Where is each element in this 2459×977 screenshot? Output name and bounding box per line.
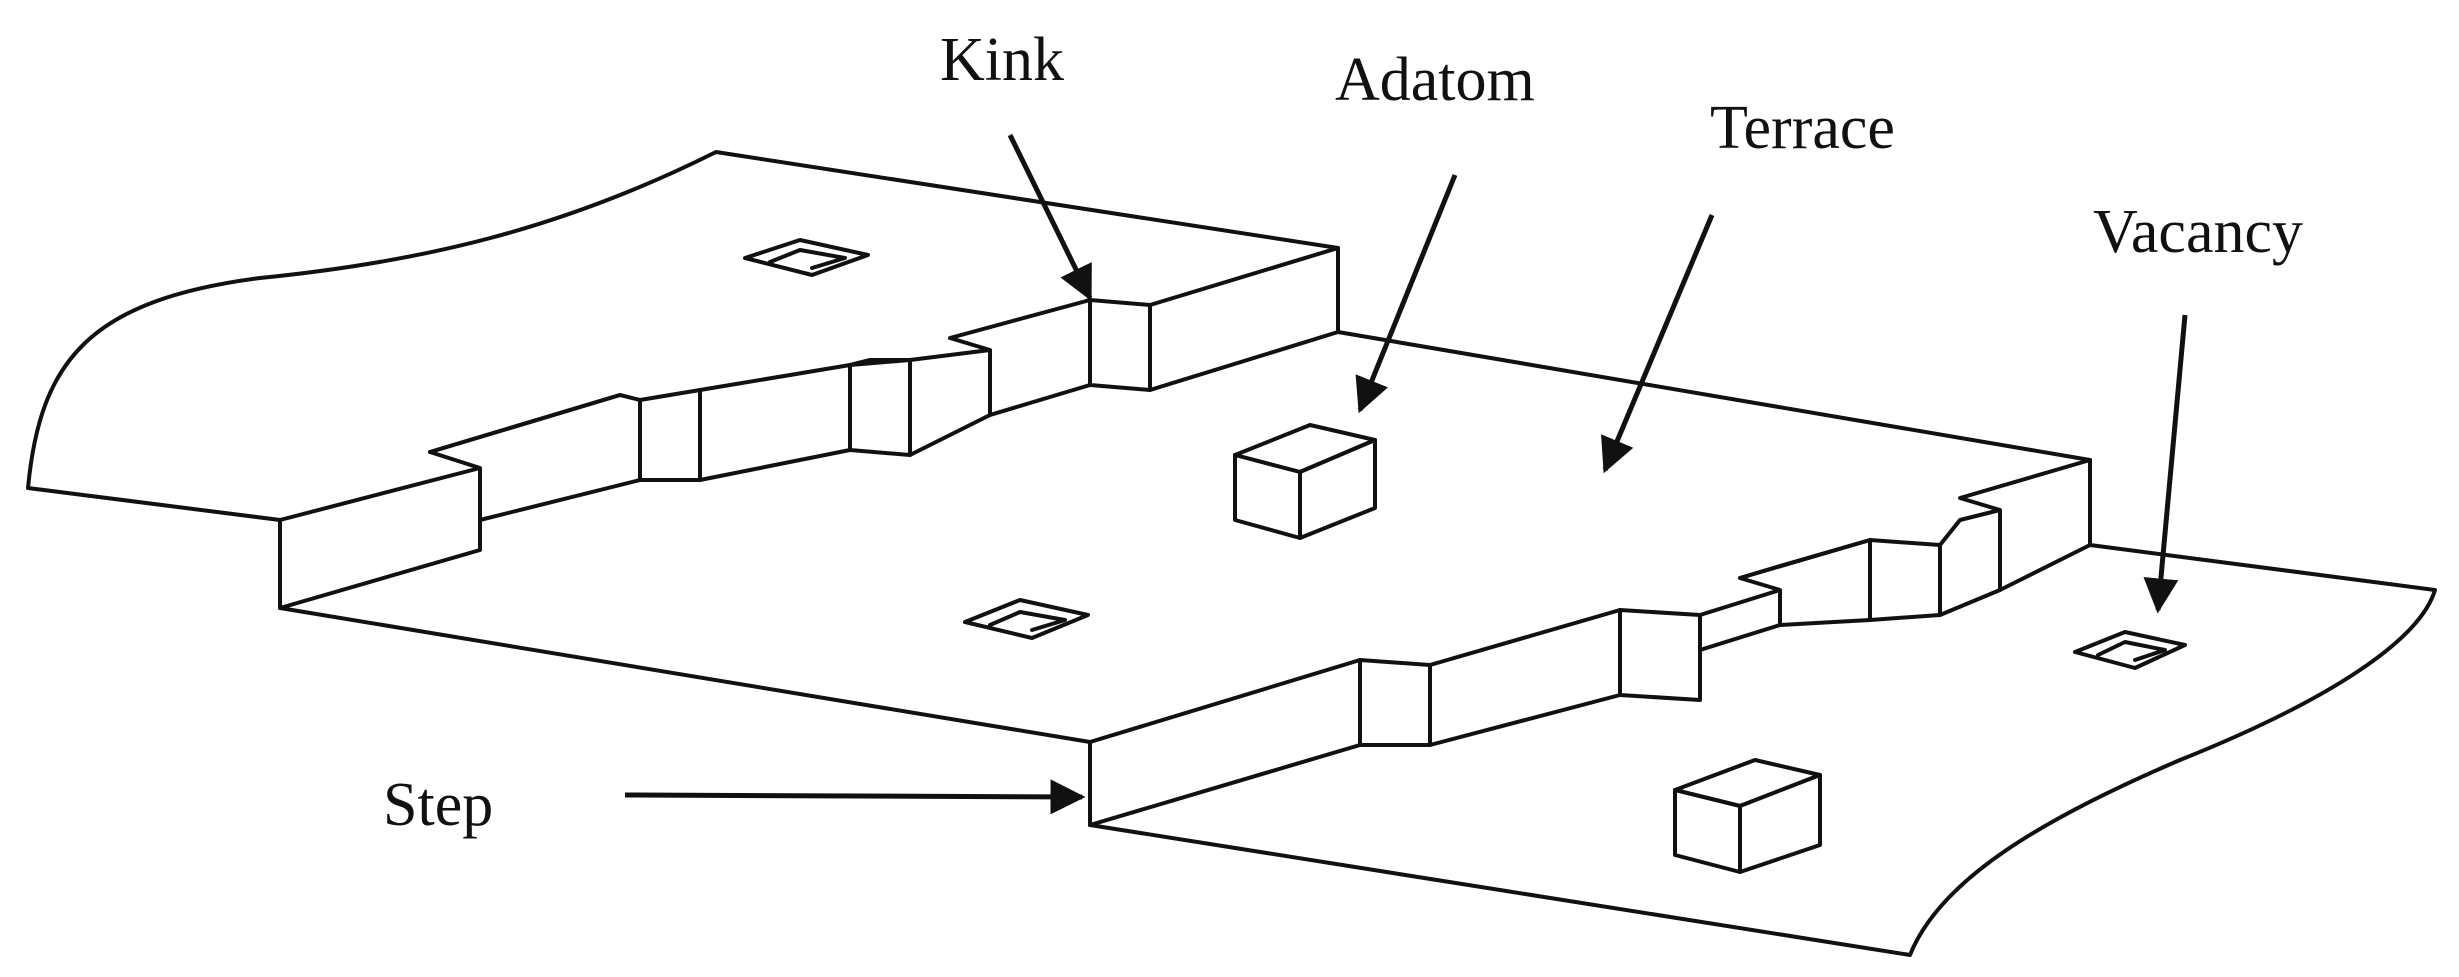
upper-step-edge [278, 246, 1340, 610]
upper-terrace [26, 150, 1340, 522]
adatom-icon [1673, 758, 1822, 874]
arrow-icon [2143, 314, 2188, 614]
vacancy-icon [963, 598, 1090, 640]
arrow-icon [1007, 133, 1093, 302]
vacancy-label: Vacancy [2093, 198, 2303, 266]
vacancy-icon [743, 238, 870, 277]
lower-terrace [1088, 543, 2437, 957]
arrow-icon [1355, 174, 1458, 414]
adatom-label: Adatom [1335, 46, 1535, 114]
step-label: Step [383, 771, 493, 839]
kink-label: Kink [940, 26, 1064, 94]
adatom-icon [1233, 423, 1377, 540]
arrow-icon [1601, 214, 1715, 474]
middle-terrace [278, 330, 2092, 744]
lower-step-edge [1088, 458, 2092, 827]
arrow-icon [624, 779, 1086, 815]
vacancy-icon [2073, 630, 2187, 670]
terrace-label: Terrace [1710, 94, 1895, 162]
